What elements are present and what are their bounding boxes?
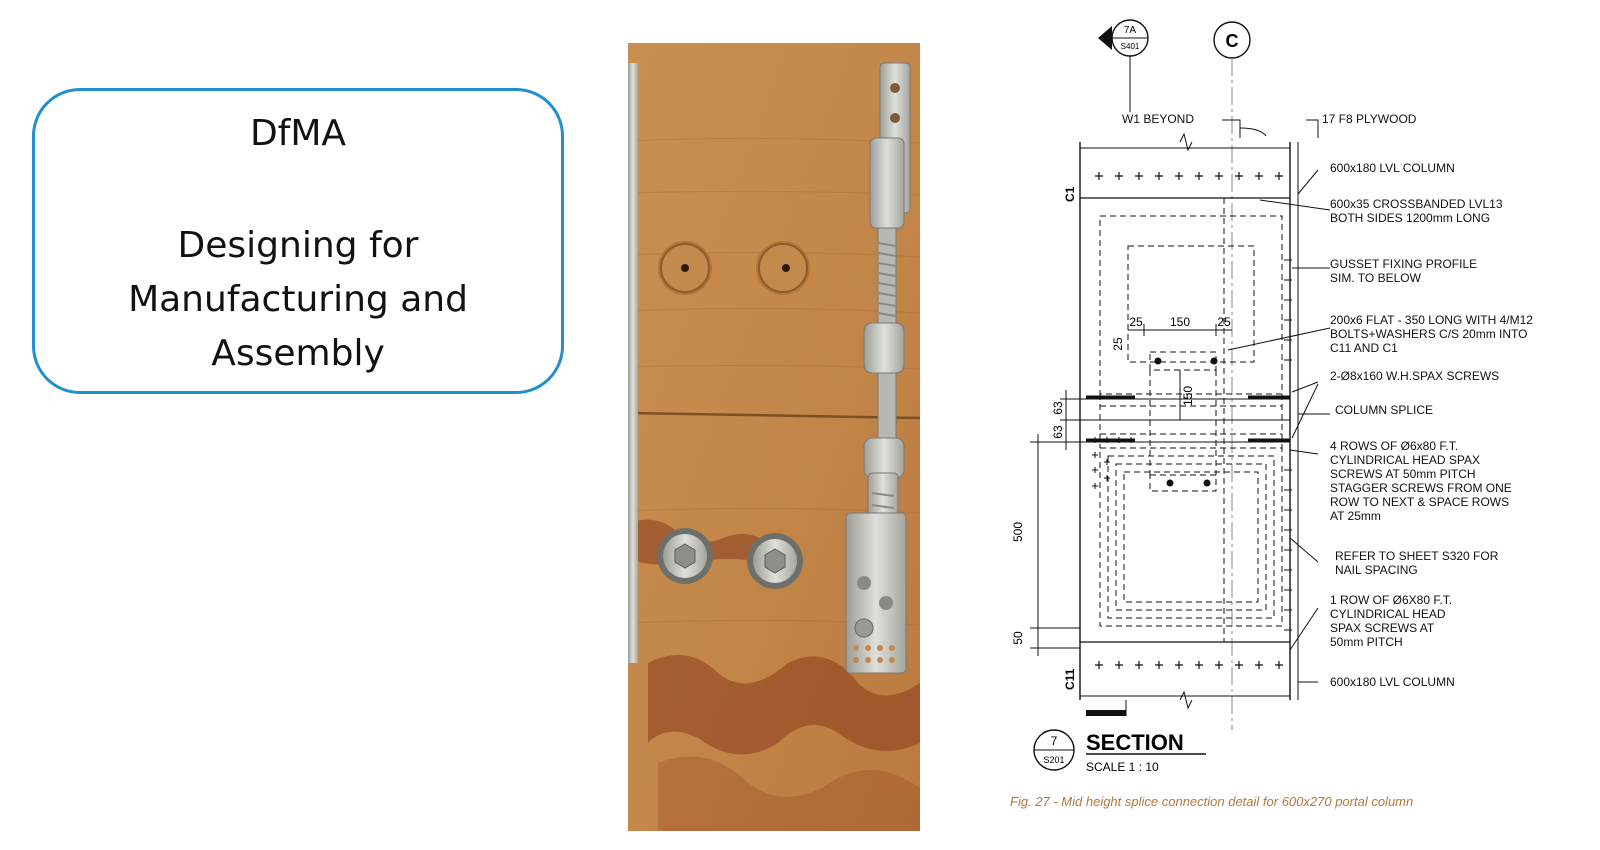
dim-63-upper: 63 [1051, 401, 1065, 415]
label-flat: 200x6 FLAT - 350 LONG WITH 4/M12 [1330, 313, 1533, 327]
label-rows-5: ROW TO NEXT & SPACE ROWS [1330, 495, 1509, 509]
dim-50: 50 [1011, 631, 1025, 645]
label-one-row-3: SPAX SCREWS AT [1330, 621, 1435, 635]
label-crossbanded-2: BOTH SIDES 1200mm LONG [1330, 211, 1490, 225]
connection-photo [628, 43, 920, 831]
grid-marker-label: C [1226, 31, 1239, 51]
label-rows: 4 ROWS OF Ø6x80 F.T. [1330, 439, 1458, 453]
column-tag-c11: C11 [1063, 668, 1077, 690]
card-subtitle-line: Manufacturing and [128, 279, 468, 320]
label-rows-3: SCREWS AT 50mm PITCH [1330, 467, 1476, 481]
card-subtitle-line: Assembly [211, 333, 385, 374]
title-card: DfMA Designing for Manufacturing and Ass… [32, 88, 564, 394]
figure-caption: Fig. 27 - Mid height splice connection d… [1010, 794, 1413, 809]
label-refer: REFER TO SHEET S320 FOR [1335, 549, 1499, 563]
splice-detail-drawing: 7A S401 C [1000, 10, 1590, 840]
label-plywood: 17 F8 PLYWOOD [1322, 112, 1417, 126]
dim-25-left: 25 [1129, 315, 1143, 329]
label-one-row-2: CYLINDRICAL HEAD [1330, 607, 1446, 621]
label-one-row: 1 ROW OF Ø6X80 F.T. [1330, 593, 1452, 607]
section-scale: SCALE 1 : 10 [1086, 760, 1159, 774]
section-title: SECTION [1086, 730, 1184, 755]
section-marker: 7 S201 SECTION SCALE 1 : 10 [1033, 700, 1206, 774]
label-w1-beyond: W1 BEYOND [1122, 112, 1194, 126]
dim-25-right: 25 [1217, 315, 1231, 329]
grid-marker: C [1213, 21, 1251, 59]
connection-photo-image [628, 43, 920, 831]
label-refer-2: NAIL SPACING [1335, 563, 1418, 577]
dim-500: 500 [1011, 522, 1025, 542]
label-lvl-column-bottom: 600x180 LVL COLUMN [1330, 675, 1455, 689]
column-tag-c1: C1 [1063, 186, 1077, 202]
detail-marker-top: 7A [1124, 25, 1137, 36]
section-number: 7 [1051, 734, 1058, 748]
label-column-splice: COLUMN SPLICE [1335, 403, 1433, 417]
dim-63-lower: 63 [1051, 425, 1065, 439]
label-spax: 2-Ø8x160 W.H.SPAX SCREWS [1330, 369, 1499, 383]
label-rows-2: CYLINDRICAL HEAD SPAX [1330, 453, 1480, 467]
splice-detail-svg: 7A S401 C [1010, 19, 1533, 809]
label-lvl-column-top: 600x180 LVL COLUMN [1330, 161, 1455, 175]
label-flat-3: C11 AND C1 [1330, 341, 1398, 355]
label-rows-4: STAGGER SCREWS FROM ONE [1330, 481, 1512, 495]
label-flat-2: BOLTS+WASHERS C/S 20mm INTO [1330, 327, 1527, 341]
card-title: DfMA [249, 113, 347, 154]
screw-row-bottom [1095, 661, 1283, 669]
detail-marker-bottom: S401 [1121, 42, 1140, 51]
label-crossbanded: 600x35 CROSSBANDED LVL13 [1330, 197, 1503, 211]
dim-25-vertical: 25 [1111, 337, 1125, 351]
section-sheet: S201 [1043, 755, 1064, 765]
card-subtitle: Designing for Manufacturing and Assembly [35, 219, 561, 381]
screw-cluster [1092, 437, 1134, 489]
dim-150-vertical: 150 [1181, 386, 1195, 406]
label-one-row-4: 50mm PITCH [1330, 635, 1403, 649]
screw-row-top [1095, 172, 1283, 180]
card-subtitle-line: Designing for [177, 225, 419, 266]
label-gusset-2: SIM. TO BELOW [1330, 271, 1422, 285]
label-gusset: GUSSET FIXING PROFILE [1330, 257, 1477, 271]
label-rows-6: AT 25mm [1330, 509, 1381, 523]
detail-marker: 7A S401 [1098, 19, 1149, 112]
dim-150: 150 [1170, 315, 1190, 329]
